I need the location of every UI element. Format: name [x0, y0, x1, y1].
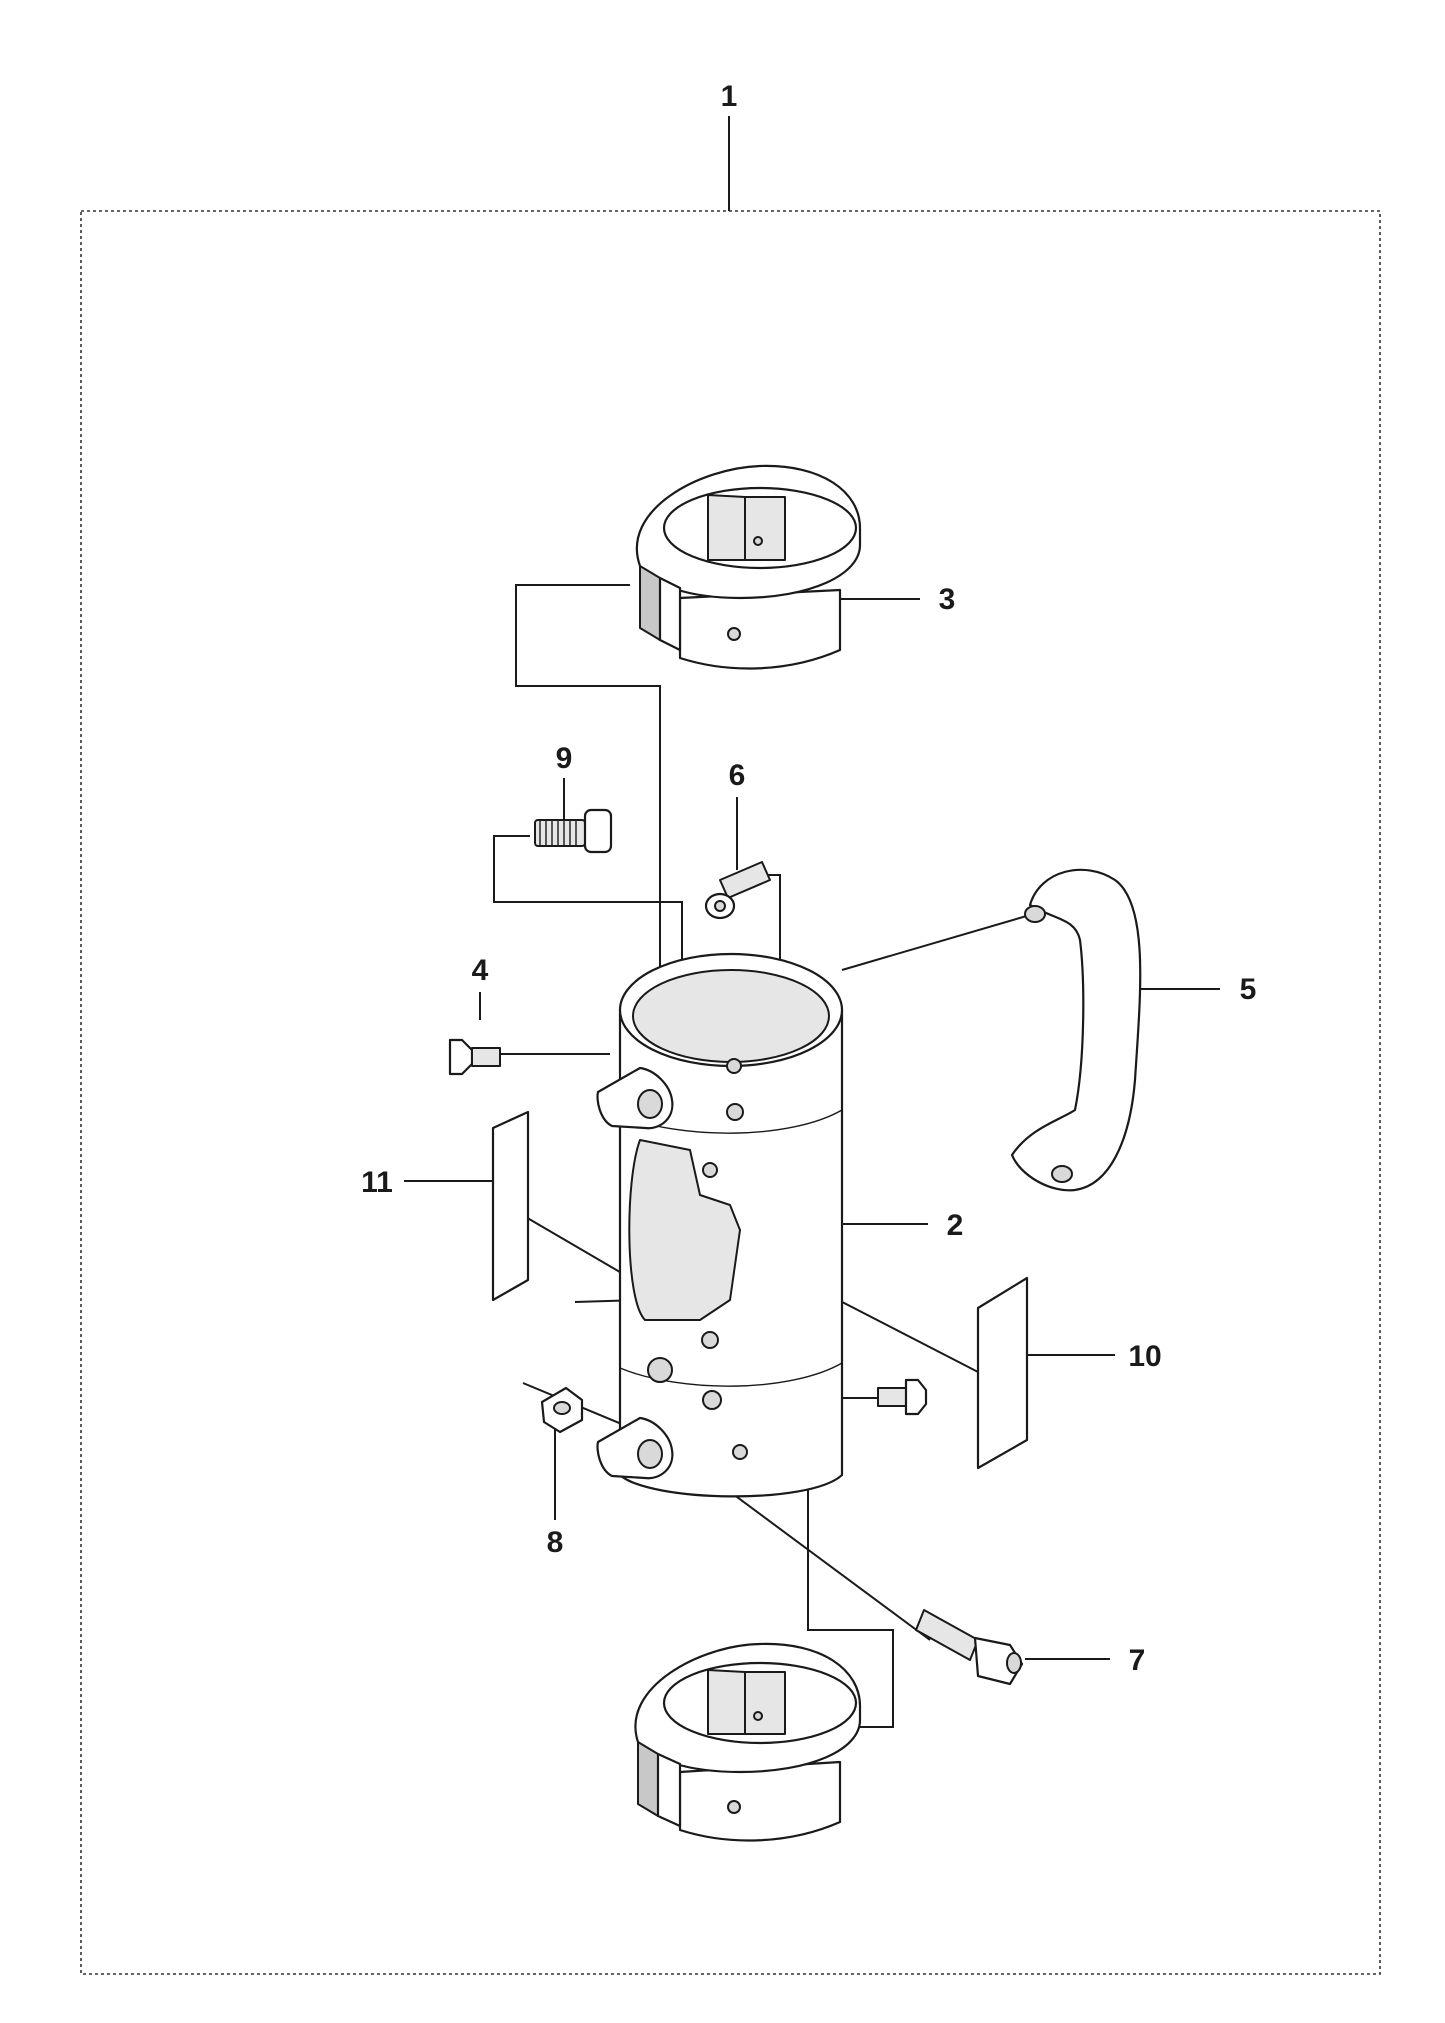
callout-4: 4: [472, 954, 489, 987]
callout-5: 5: [1240, 973, 1257, 1006]
assembly-boundary: [80, 210, 1381, 1975]
part-4-screw: [448, 1038, 501, 1076]
callout-6: 6: [729, 759, 746, 792]
callout-10: 10: [1128, 1340, 1161, 1373]
callout-3: 3: [939, 583, 956, 616]
callout-2: 2: [947, 1209, 964, 1242]
part-2-main-tube: [596, 952, 844, 1498]
part-6-screw: [704, 861, 771, 920]
part-7-bolt: [915, 1609, 1024, 1686]
part-5-handle: [1010, 868, 1142, 1192]
part-10-label: [976, 1276, 1029, 1470]
part-11-label: [491, 1110, 530, 1302]
callout-7: 7: [1129, 1644, 1146, 1677]
callout-11: 11: [361, 1166, 393, 1199]
part-8-nut: [540, 1386, 584, 1434]
callout-1: 1: [721, 80, 738, 113]
part-3-upper-bushing: [635, 464, 862, 670]
callout-8: 8: [547, 1526, 564, 1559]
callout-9: 9: [556, 742, 573, 775]
part-3-lower-bushing: [634, 1642, 862, 1842]
part-4-side-screw: [877, 1378, 928, 1416]
leader-lines: [404, 598, 1220, 1660]
part-9-screw: [534, 808, 613, 854]
